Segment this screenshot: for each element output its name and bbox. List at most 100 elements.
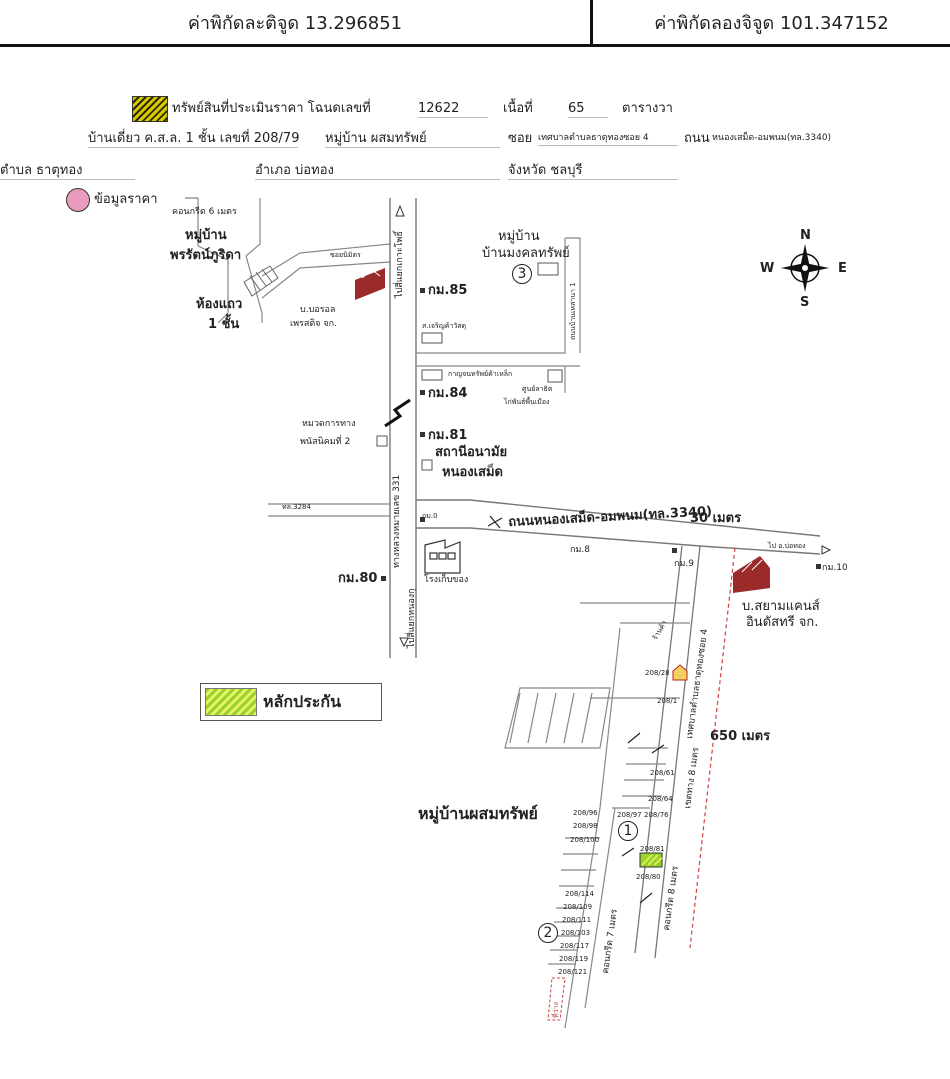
village-pornrat-label-2: พรรัตน์ภูริดา	[170, 248, 242, 263]
village-mongkol-label-2: บ้านมงคลทรัพย์	[482, 246, 570, 261]
lot-lines	[622, 747, 668, 797]
main-road-top	[416, 499, 821, 537]
village-mongkol-label-1: หมู่บ้าน	[498, 229, 540, 244]
co-boonchai-label-2: เพรสติจ จก.	[290, 319, 337, 329]
compass-e: E	[838, 261, 847, 276]
road-segment	[217, 260, 229, 324]
empty-land-label: ที่ว่าง	[552, 1002, 560, 1018]
marker-3: 3	[512, 264, 532, 284]
plot-208-117: 208/117	[560, 942, 590, 950]
asset-label: ทรัพย์สินที่ประเมินราคา โฉนดเลขที่	[172, 101, 371, 116]
price-info-label: ข้อมูลราคา	[94, 192, 158, 207]
road-segment	[416, 238, 566, 354]
warehouse-factory-icon	[424, 539, 461, 574]
co-boonchai-label-1: บ.บอรอล	[300, 305, 336, 315]
plot-208-103: 208/103	[561, 929, 591, 937]
plot-208-76: 208/76	[644, 811, 669, 819]
distance-650-label: 650 เมตร	[710, 729, 771, 744]
arrow-north	[395, 204, 405, 217]
row-house-label-2: 1 ชั้น	[208, 317, 240, 332]
small-building-icons	[376, 262, 563, 471]
longitude-cell: ค่าพิกัดลองจิจูด 101.347152	[593, 0, 950, 44]
marker-1-num: 1	[623, 823, 633, 839]
arrow-east	[821, 545, 832, 555]
compass-s: S	[800, 295, 810, 310]
compass-w: W	[760, 261, 775, 276]
marker-2-num: 2	[543, 925, 553, 941]
collateral-swatch	[205, 688, 257, 716]
factory-boonchai-icon	[355, 268, 385, 300]
deed-number: 12622	[418, 102, 488, 118]
to-nong-kok-label: ไปสี่แยกหนองกุ	[407, 588, 417, 648]
health-station-label-2: หนองเสม็ด	[442, 465, 504, 480]
lane-7m-west	[564, 807, 601, 1029]
price-info-dot	[66, 188, 90, 212]
seed-center-label-1: ศูนย์ลาธิต	[522, 385, 553, 393]
soi-label: ซอย	[508, 131, 533, 146]
plot-208-111: 208/111	[562, 916, 592, 924]
plot-208-100: 208/100	[570, 836, 600, 844]
legend-box: หลักประกัน	[200, 683, 382, 721]
highway-331-label: ทางหลวงหมายเลข 331	[392, 474, 402, 568]
highway-unit-label-2: พนัสนิคมที่ 2	[300, 437, 351, 447]
village-label: หมู่บ้าน ผสมทรัพย์	[325, 132, 500, 148]
plot-208-114: 208/114	[565, 890, 595, 898]
plot-208-121: 208/121	[558, 968, 588, 976]
to-koh-phai-label: ไปสี่แยกเกาะโพธิ์	[395, 231, 405, 298]
road-width-label: 30 เมตร	[690, 511, 742, 526]
road-value: หนองเสม็ด-อมพนม(ทล.3340)	[712, 133, 832, 143]
lot-lines	[559, 837, 600, 887]
block-stripes	[509, 692, 593, 744]
km80-label: กม.80	[338, 571, 378, 586]
soi-nimkhit-label: ซอยนิมิตร	[330, 251, 361, 259]
compass-n: N	[800, 228, 811, 243]
road-ban-lao-label: ถนนบ้านเหล่านา 1	[569, 282, 577, 340]
km9-label: กม.9	[674, 559, 694, 569]
empty-block	[504, 687, 611, 749]
block-line	[599, 627, 621, 809]
province-label: จังหวัด ชลบุรี	[508, 164, 678, 180]
lot-break-marks	[621, 732, 665, 904]
km8-label: กม.8	[570, 545, 590, 555]
km0-label: กม.0	[422, 512, 438, 520]
soi4-west	[634, 545, 683, 954]
marker-2: 2	[538, 923, 558, 943]
collateral-hatch	[641, 854, 663, 866]
road-segment	[185, 197, 229, 261]
seed-center-label-2: ไก่พันธ์พื้นเมือง	[504, 398, 550, 406]
plot-208-98: 208/98	[573, 822, 598, 830]
road-segment	[245, 198, 261, 257]
to-bothong-label: ไป อ.บ่อทอง	[768, 542, 806, 550]
plot-208-64: 208/64	[648, 795, 673, 803]
row-house-label-1: ห้องแถว	[196, 297, 243, 312]
road-segment	[245, 255, 263, 323]
plot-208-96: 208/96	[573, 809, 598, 817]
road-segment	[261, 243, 391, 277]
road-break-mark	[384, 398, 411, 428]
charoen-wattu-label: ส.เจริญค้าวัสดุ	[422, 322, 467, 330]
plot-208-97: 208/97	[617, 811, 642, 819]
km81-label: กม.81	[428, 428, 468, 443]
road-label: ถนน	[684, 131, 710, 146]
road-3284-label: ทล.3284	[282, 503, 311, 511]
collateral-legend-label: หลักประกัน	[263, 692, 342, 711]
subdistrict-label: ตำบล ธาตุทอง	[0, 164, 135, 180]
arrow-south	[399, 637, 409, 648]
factory-siam-icon	[733, 556, 770, 593]
main-road-bottom	[416, 527, 821, 555]
coordinate-bar: ค่าพิกัดละติจูด 13.296851 ค่าพิกัดลองจิจ…	[0, 0, 950, 47]
area-label: เนื้อที่	[503, 101, 533, 116]
kanjana-steel-label: กาญจนทรัพย์ค้าเหล็ก	[448, 370, 513, 378]
map-roads	[185, 197, 832, 1029]
village-pasom-label: หมู่บ้านผสมทรัพย์	[418, 804, 538, 823]
row-house-outline	[243, 265, 279, 297]
road-segment	[261, 261, 391, 299]
health-station-label-1: สถานีอนามัย	[435, 445, 508, 460]
soi-value: เทศบาลตำบลธาตุทองซอย 4	[538, 134, 678, 146]
plot-208-81: 208/81	[640, 845, 665, 853]
highway-unit-label-1: หมวดการทาง	[302, 419, 356, 429]
plot-208-119: 208/119	[559, 955, 589, 963]
house-label: บ้านเดี่ยว ค.ส.ล. 1 ชั้น เลขที่ 208/79	[88, 131, 300, 148]
road-segment	[565, 237, 581, 353]
lot-lines	[548, 907, 584, 965]
